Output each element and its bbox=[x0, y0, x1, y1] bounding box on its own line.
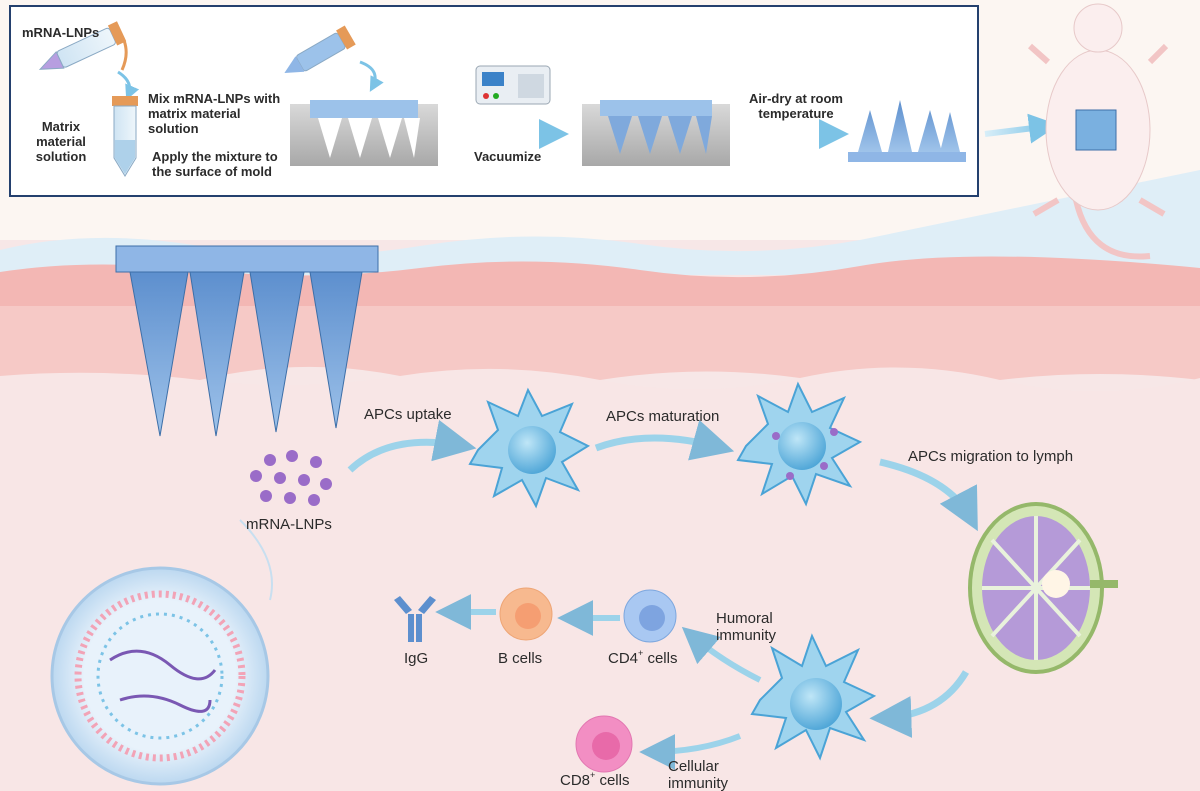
cd4-text: CD4 bbox=[608, 650, 639, 667]
lnp-cross-section-icon bbox=[50, 566, 270, 786]
label-cd8-cells: CD8+ cells bbox=[560, 770, 630, 789]
cd8-superscript: + bbox=[590, 770, 596, 780]
label-apcs-maturation: APCs maturation bbox=[606, 408, 720, 425]
label-humoral-immunity: Humoral immunity bbox=[716, 610, 777, 645]
mold-step2-icon bbox=[582, 100, 730, 166]
cd8-suffix: cells bbox=[595, 772, 630, 789]
cd4-superscript: + bbox=[638, 648, 644, 658]
curve-arrow-1 bbox=[117, 70, 140, 101]
label-released-lnps: mRNA-LNPs bbox=[246, 516, 332, 533]
label-apcs-migration: APCs migration to lymph bbox=[908, 448, 1074, 465]
lymph-node-icon bbox=[968, 502, 1118, 674]
label-cd4-cells: CD4+ cells bbox=[608, 648, 678, 667]
label-mrna-lnps-tube: mRNA-LNPs bbox=[22, 25, 100, 40]
released-lnps bbox=[250, 450, 332, 506]
arrow-return bbox=[869, 670, 970, 738]
apc-mature-icon bbox=[736, 381, 863, 507]
label-igg: IgG bbox=[404, 650, 429, 667]
b-cell-icon bbox=[499, 587, 553, 641]
cd4-cell-icon bbox=[623, 589, 677, 643]
apc-presenting-icon bbox=[750, 633, 877, 761]
arrow-humoral bbox=[681, 626, 762, 683]
mold-step1-icon bbox=[290, 100, 438, 166]
arrow-to-rat bbox=[984, 113, 1059, 144]
vacuum-machine-icon bbox=[475, 65, 551, 105]
apc-uptake-icon bbox=[468, 387, 591, 509]
pouring-tube-icon bbox=[284, 25, 356, 73]
zoom-callout bbox=[239, 519, 273, 601]
arrow-maturation bbox=[594, 419, 735, 461]
label-mix-step: Mix mRNA-LNPs with matrix material solut… bbox=[148, 91, 281, 136]
rat-illustration bbox=[1028, 3, 1169, 260]
curve-arrow-2 bbox=[359, 60, 384, 92]
lnp-tube-icon bbox=[38, 21, 127, 70]
arrow-migration bbox=[879, 458, 978, 532]
label-apcs-uptake: APCs uptake bbox=[364, 406, 452, 423]
arrow-cellular bbox=[639, 733, 742, 770]
patch-film-wave bbox=[0, 170, 1200, 275]
igg-antibody-icon bbox=[394, 596, 436, 642]
label-air-dry: Air-dry at room temperature bbox=[749, 91, 843, 121]
cd4-suffix: cells bbox=[643, 650, 678, 667]
tube-cap-strap bbox=[116, 29, 128, 71]
arrow-uptake bbox=[347, 419, 477, 473]
label-cellular-immunity: Cellular immunity bbox=[668, 758, 729, 791]
label-apply-step: Apply the mixture to the surface of mold bbox=[152, 149, 278, 179]
matrix-tube-icon bbox=[112, 96, 138, 177]
microneedle-patch-icon bbox=[848, 100, 966, 162]
cd8-text: CD8 bbox=[560, 772, 591, 789]
label-b-cells: B cells bbox=[498, 650, 543, 667]
label-vacuumize: Vacuumize bbox=[474, 149, 542, 164]
cd8-cell-icon bbox=[575, 715, 633, 773]
deep-tissue bbox=[0, 367, 1200, 791]
skin-microneedle-icon bbox=[115, 245, 379, 437]
label-matrix-solution: Matrix material solution bbox=[35, 119, 87, 164]
